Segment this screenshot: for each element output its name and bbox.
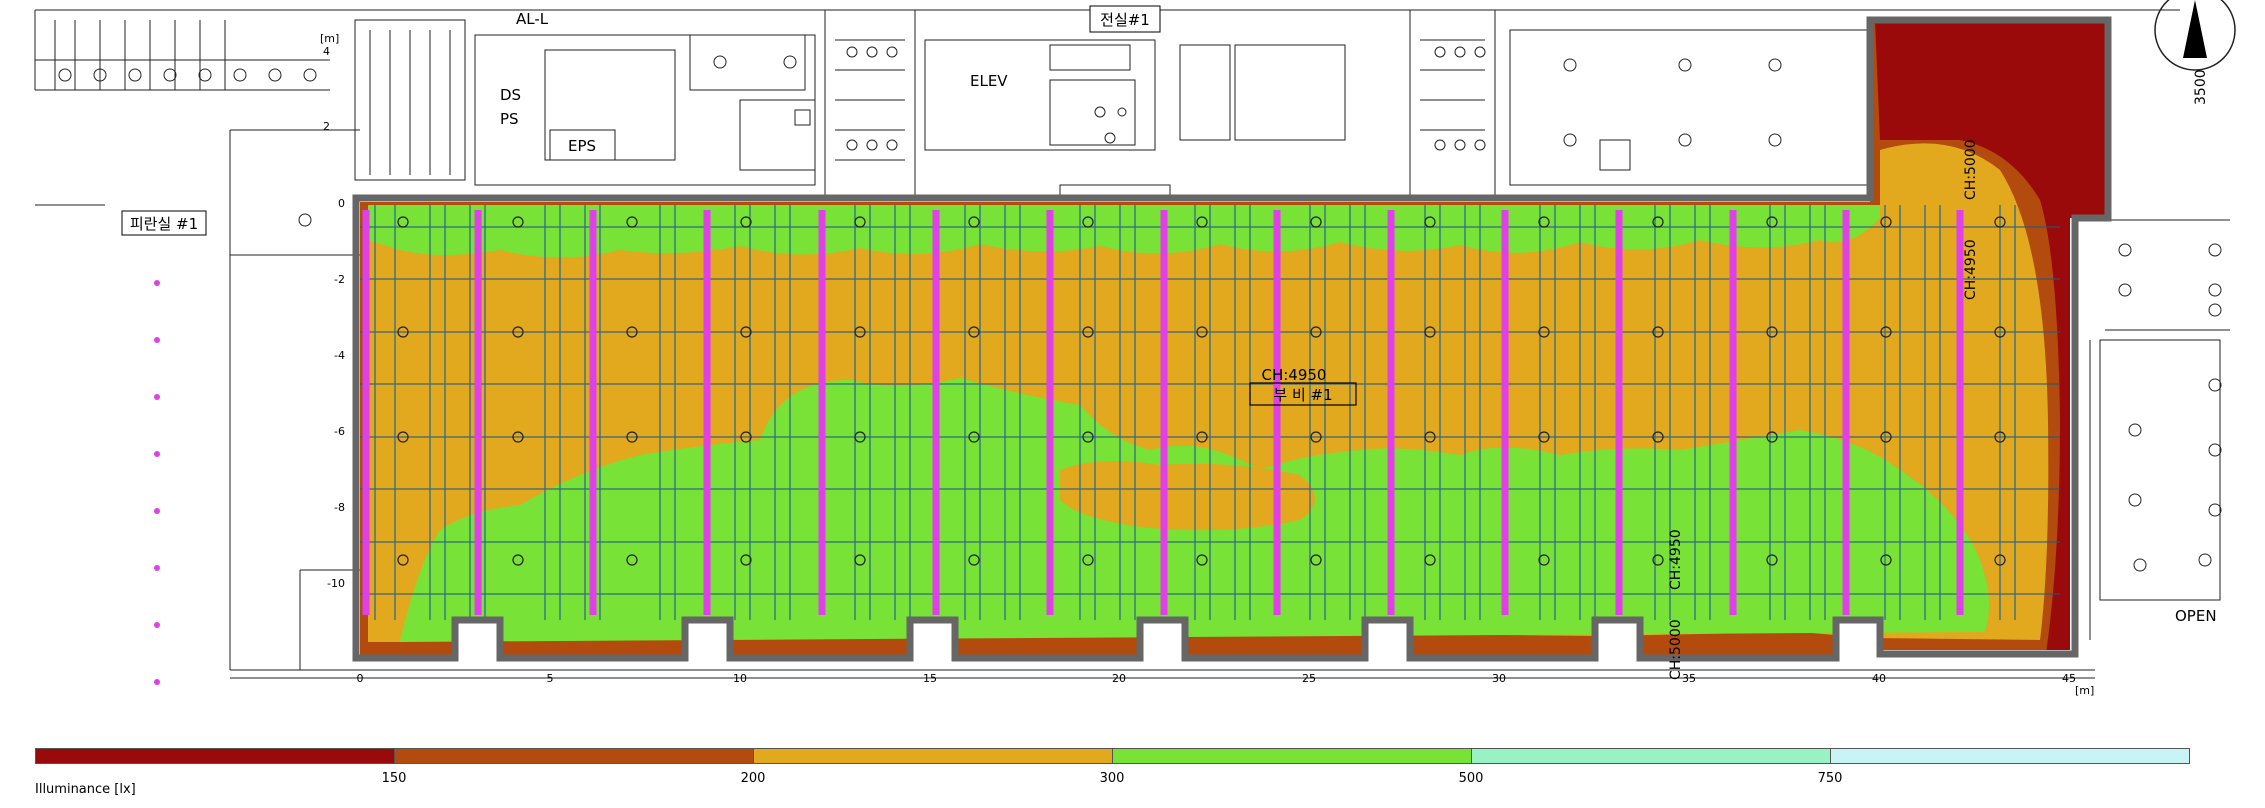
y-tick: -2 [334, 273, 345, 286]
y-tick: 4 [323, 45, 330, 58]
legend-swatch [1113, 749, 1472, 763]
legend-tick: 750 [1817, 771, 1843, 786]
x-unit: [m] [2075, 684, 2094, 697]
x-tick: 35 [1682, 672, 1696, 685]
legend-swatch [1472, 749, 1831, 763]
y-tick: -10 [327, 577, 345, 590]
x-axis: 0 5 10 15 20 25 30 35 40 45 [m] [357, 672, 2095, 697]
label-ceiling-height: CH:4950 [1262, 366, 1327, 384]
label-ceiling-height-lower: CH:4950 [1668, 529, 1684, 590]
x-tick: 40 [1872, 672, 1886, 685]
label-ds: DS [500, 86, 521, 104]
label-ceiling-height-lower-2: CH:5000 [1668, 619, 1684, 680]
illuminance-contours [360, 20, 2105, 658]
label-al-l: AL-L [516, 10, 549, 28]
label-elev: ELEV [970, 72, 1008, 90]
illuminance-legend [35, 748, 2190, 764]
contour-band-below-150 [1875, 20, 2105, 658]
legend-tick: 200 [740, 771, 766, 786]
label-ceiling-height-right-top: CH:5000 [1963, 139, 1979, 200]
x-tick: 10 [733, 672, 747, 685]
label-open: OPEN [2175, 607, 2217, 625]
contour-band-200-300-island [1060, 461, 1315, 531]
y-tick: -6 [334, 425, 345, 438]
label-ceiling-height-right: CH:4950 [1963, 239, 1979, 300]
legend-title: Illuminance [lx] [35, 782, 136, 797]
x-tick: 15 [923, 672, 937, 685]
legend-tick: 300 [1099, 771, 1125, 786]
left-markers [154, 280, 160, 685]
area-labels: AL-L 전실#1 피란실 #1 DS PS EPS ELEV OPEN CH:… [121, 5, 2217, 680]
north-arrow-icon [2154, 0, 2236, 71]
label-piransil: 피란실 #1 [130, 215, 198, 233]
x-tick: 25 [1302, 672, 1316, 685]
y-axis: [m] 4 2 0 -2 -4 -6 -8 -10 [320, 32, 345, 590]
x-tick: 0 [357, 672, 364, 685]
legend-swatch [36, 749, 395, 763]
legend-swatch [395, 749, 754, 763]
y-tick: 0 [338, 197, 345, 210]
room-wall [352, 16, 2112, 662]
ceiling-fixtures [397, 216, 2006, 566]
y-tick: 2 [323, 120, 330, 133]
x-tick: 20 [1112, 672, 1126, 685]
legend-swatch [754, 749, 1113, 763]
x-tick: 5 [547, 672, 554, 685]
label-dimension-3500: 3500 [2193, 69, 2209, 105]
background-linework [34, 9, 2230, 679]
y-tick: -4 [334, 349, 345, 362]
legend-swatch [1831, 749, 2189, 763]
luminaire-strips [362, 210, 1964, 615]
label-jeonsil: 전실#1 [1100, 11, 1150, 29]
label-eps: EPS [568, 137, 596, 155]
legend-tick: 500 [1458, 771, 1484, 786]
y-unit: [m] [320, 32, 339, 45]
y-tick: -8 [334, 501, 345, 514]
label-room: 부 비 #1 [1273, 386, 1332, 404]
legend-tick: 150 [381, 771, 407, 786]
x-tick: 45 [2062, 672, 2076, 685]
background-fixtures [58, 46, 2222, 572]
x-tick: 30 [1492, 672, 1506, 685]
label-ps: PS [500, 110, 519, 128]
floor-plan: [m] 4 2 0 -2 -4 -6 -8 -10 0 5 10 15 20 2… [34, 0, 2236, 697]
tray-lines [374, 205, 2016, 620]
